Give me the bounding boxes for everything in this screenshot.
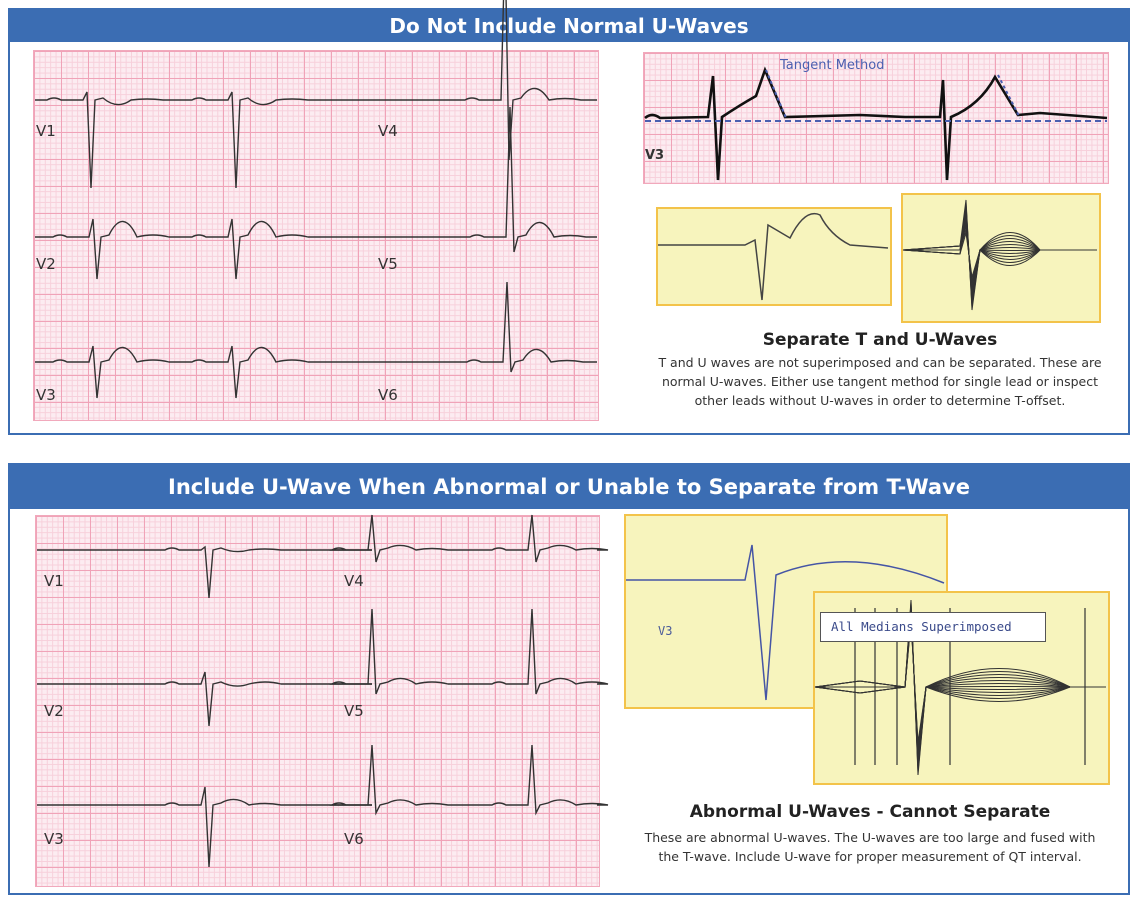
ecg-trace [329,608,609,695]
superimposed-trace [903,220,1097,290]
superimposed-trace [902,226,1097,284]
median-beat-box [656,207,892,306]
ecg-trace [35,345,375,399]
ecg-trace [329,744,609,816]
lead-label: V1 [36,122,56,140]
lead-label: V2 [36,255,56,273]
subtitle: Separate T and U-Waves [762,330,998,350]
description-line: These are abnormal U-waves. The U-waves … [644,830,1096,845]
superimposed-trace [903,211,1097,299]
superimposed-trace [902,217,1097,293]
lead-label: V1 [44,572,64,590]
lead-label: V4 [378,122,398,140]
section-title: Do Not Include Normal U-Waves [10,10,1128,42]
superimposed-trace [902,223,1097,287]
superimposed-trace [902,199,1097,311]
lead-label: V3 [36,386,56,404]
lead-label: V5 [378,255,398,273]
ecg-strip-top [33,50,599,421]
description-line: other leads without U-waves in order to … [694,393,1066,408]
tangent-method-label: Tangent Method [780,58,885,73]
superimposed-trace [903,202,1097,308]
description-line: the T-wave. Include U-wave for proper me… [658,849,1082,864]
superimposed-trace [814,621,1106,743]
tangent-line [765,69,787,119]
subtitle: Abnormal U-Waves - Cannot Separate [689,802,1051,822]
ecg-trace [375,106,597,253]
superimposed-trace [902,208,1097,302]
ecg-trace [375,0,597,161]
median-trace-v3 [626,544,945,701]
superimposed-medians-box [901,193,1101,323]
lead-label: V4 [344,572,364,590]
ecg-trace [37,545,372,599]
description: These are abnormal U-waves. The U-waves … [620,828,1120,866]
description-line: normal U-waves. Either use tangent metho… [661,374,1099,389]
lead-label: V3 [658,624,673,638]
superimposed-trace [902,232,1097,278]
superimposed-trace [902,205,1097,305]
ecg-trace [35,91,375,189]
lead-label: V6 [378,386,398,404]
ecg-strip-bottom [35,515,600,887]
lead-label: V3 [44,830,64,848]
median-trace [658,213,889,301]
lead-label: V6 [344,830,364,848]
superimposed-label: All Medians Superimposed [820,612,1046,642]
lead-label: V5 [344,702,364,720]
superimposed-trace [902,214,1097,296]
ecg-trace [375,281,597,373]
ecg-trace [329,514,609,563]
description: T and U waves are not superimposed and c… [640,353,1120,410]
lead-label: V3 [645,148,665,163]
lead-label: V2 [44,702,64,720]
tangent-line [997,74,1021,119]
tangent-trace [644,66,1108,181]
ecg-trace [37,786,372,868]
ecg-trace [37,671,372,727]
section-title: Include U-Wave When Abnormal or Unable t… [10,465,1128,509]
description-line: T and U waves are not superimposed and c… [658,355,1102,370]
ecg-trace [35,218,375,280]
